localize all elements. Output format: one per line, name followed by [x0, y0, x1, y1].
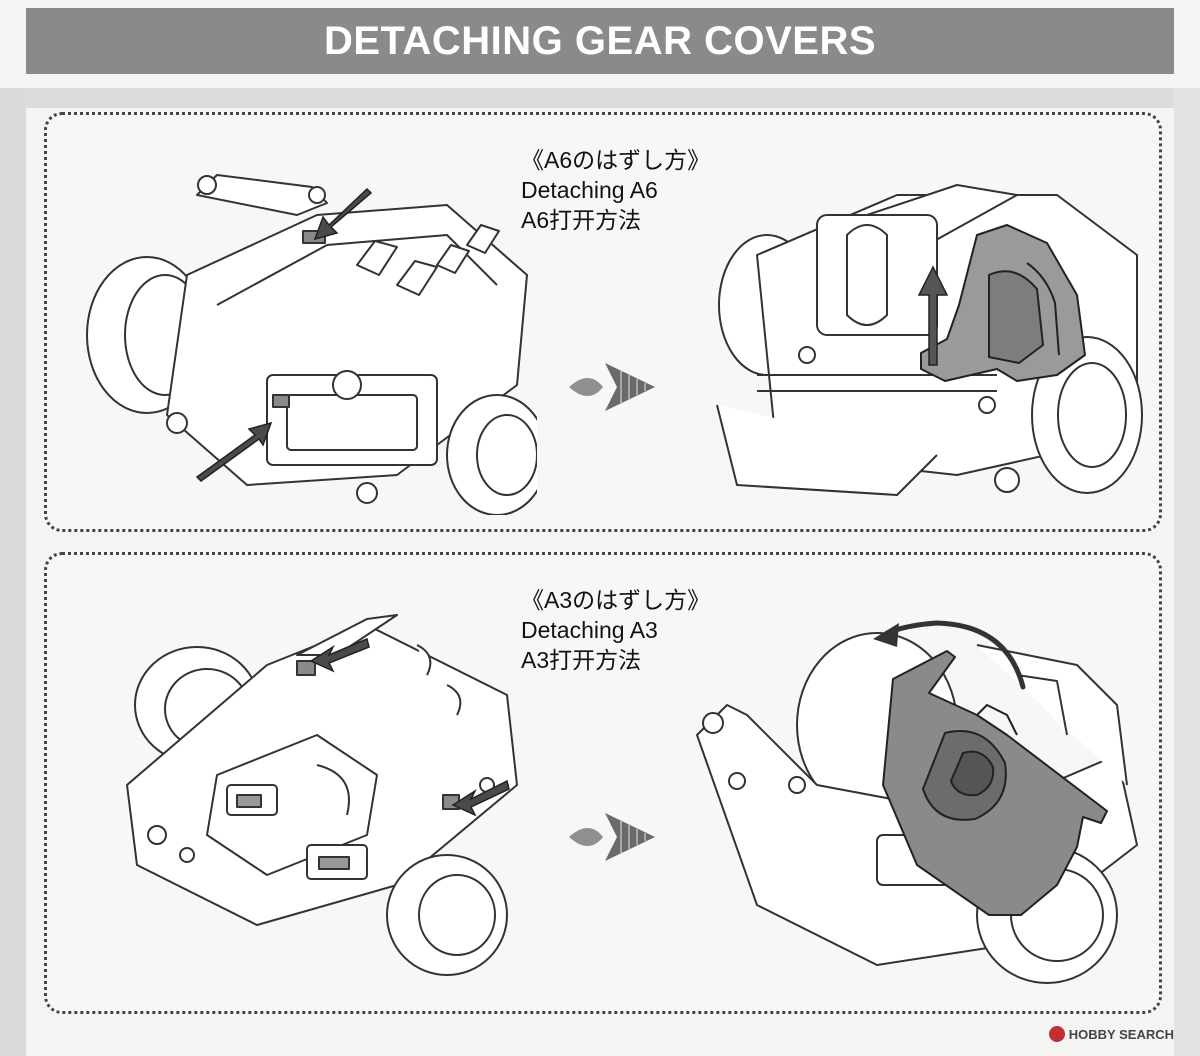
flow-arrow-icon: [569, 813, 655, 861]
push-arrow-icon: [309, 637, 510, 817]
hobby-search-logo-icon: [1048, 1026, 1065, 1042]
caption-a3-en: Detaching A3: [521, 617, 658, 643]
left-margin-band: [0, 88, 26, 1056]
caption-a6: 《A6のはずし方》 Detaching A6 A6打开方法: [521, 145, 710, 235]
chassis-a6-after-illustration: [716, 184, 1143, 496]
panel-detaching-a3: 《A3のはずし方》 Detaching A3 A3打开方法: [44, 552, 1162, 1014]
page-title: DETACHING GEAR COVERS: [323, 18, 877, 63]
rotate-arrow-icon: [884, 620, 1026, 690]
watermark: HOBBY SEARCH: [1048, 1026, 1174, 1042]
caption-a6-jp: 《A6のはずし方》: [521, 147, 711, 173]
caption-a6-cn: A6打开方法: [521, 207, 642, 233]
watermark-text: HOBBY SEARCH: [1068, 1026, 1174, 1042]
flow-arrow-icon: [569, 363, 655, 411]
caption-a6-en: Detaching A6: [521, 177, 658, 203]
push-arrow-icon: [195, 187, 373, 482]
caption-a3-cn: A3打开方法: [521, 647, 642, 673]
lift-arrow-icon: [917, 265, 949, 366]
rotate-arrow-head: [873, 623, 899, 647]
chassis-a3-before-illustration: [126, 614, 518, 976]
gear-cover-a6-part: [920, 224, 1086, 382]
caption-a3-jp: 《A3のはずし方》: [521, 587, 711, 613]
panel-detaching-a6: 《A6のはずし方》 Detaching A6 A6打开方法: [44, 112, 1162, 532]
chassis-a6-before-illustration: [86, 174, 537, 515]
header-underband: [26, 88, 1174, 108]
right-margin-band: [1174, 88, 1200, 1056]
chassis-a3-after-illustration: [696, 620, 1138, 984]
caption-a3: 《A3のはずし方》 Detaching A3 A3打开方法: [521, 585, 710, 675]
header-banner: DETACHING GEAR COVERS: [26, 8, 1174, 74]
gear-cover-a3-part: [882, 650, 1108, 916]
